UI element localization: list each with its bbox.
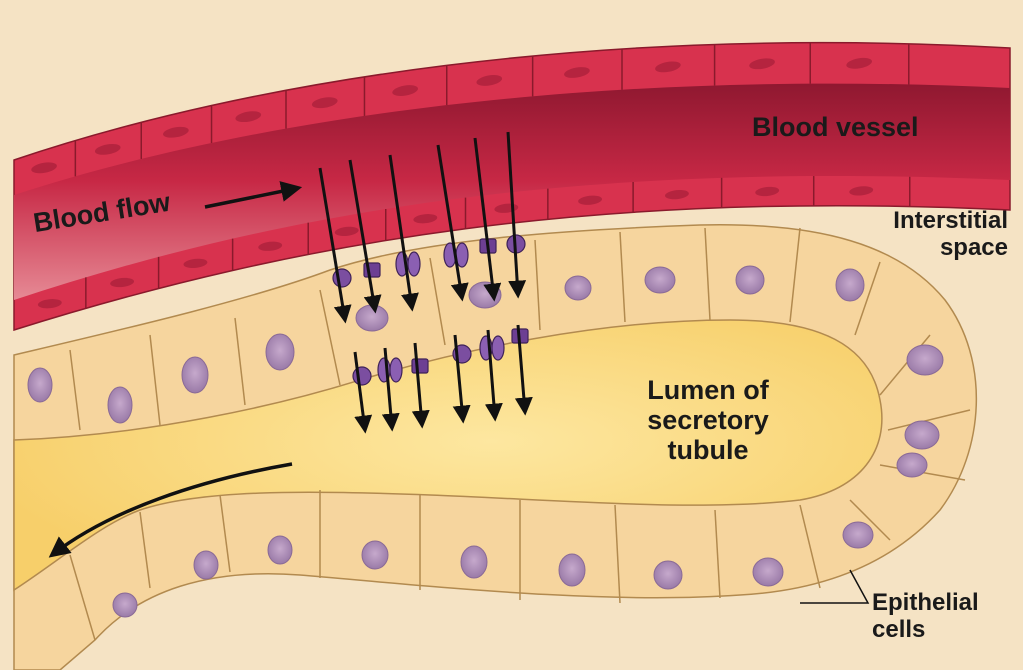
lumen-label-line-3: tubule xyxy=(638,435,778,465)
cell-nucleus xyxy=(108,387,132,423)
cell-nucleus xyxy=(753,558,783,586)
cell-nucleus xyxy=(736,266,764,294)
transporter-protein xyxy=(390,358,402,382)
lumen-label: Lumen of secretory tubule xyxy=(638,375,778,466)
transporter-protein xyxy=(408,252,420,276)
transporter-protein xyxy=(412,359,428,373)
cell-nucleus xyxy=(565,276,591,300)
interstitial-label-line-2: space xyxy=(862,235,1008,262)
lumen-label-line-1: Lumen of xyxy=(638,375,778,405)
cell-nucleus xyxy=(654,561,682,589)
cell-nucleus xyxy=(194,551,218,579)
cell-nucleus xyxy=(182,357,208,393)
cell-nucleus xyxy=(645,267,675,293)
cell-nucleus xyxy=(362,541,388,569)
cell-nucleus xyxy=(461,546,487,578)
cell-nucleus xyxy=(559,554,585,586)
cell-nucleus xyxy=(836,269,864,301)
transporter-protein xyxy=(353,367,371,385)
cell-nucleus xyxy=(266,334,294,370)
cell-nucleus xyxy=(897,453,927,477)
cell-nucleus xyxy=(268,536,292,564)
cell-nucleus xyxy=(843,522,873,548)
epithelial-cells-label: Epithelial cells xyxy=(872,590,979,644)
interstitial-label-line-1: Interstitial xyxy=(862,208,1008,235)
interstitial-space-label: Interstitial space xyxy=(862,208,1008,262)
cell-nucleus xyxy=(356,305,388,331)
epithelial-label-line-2: cells xyxy=(872,617,979,644)
lumen-label-line-2: secretory xyxy=(638,405,778,435)
cell-nucleus xyxy=(907,345,943,375)
blood-vessel-label: Blood vessel xyxy=(752,112,919,142)
cell-nucleus xyxy=(469,282,501,308)
cell-nucleus xyxy=(113,593,137,617)
epithelial-label-line-1: Epithelial xyxy=(872,590,979,617)
cell-nucleus xyxy=(28,368,52,402)
transporter-protein xyxy=(492,336,504,360)
cell-nucleus xyxy=(905,421,939,449)
